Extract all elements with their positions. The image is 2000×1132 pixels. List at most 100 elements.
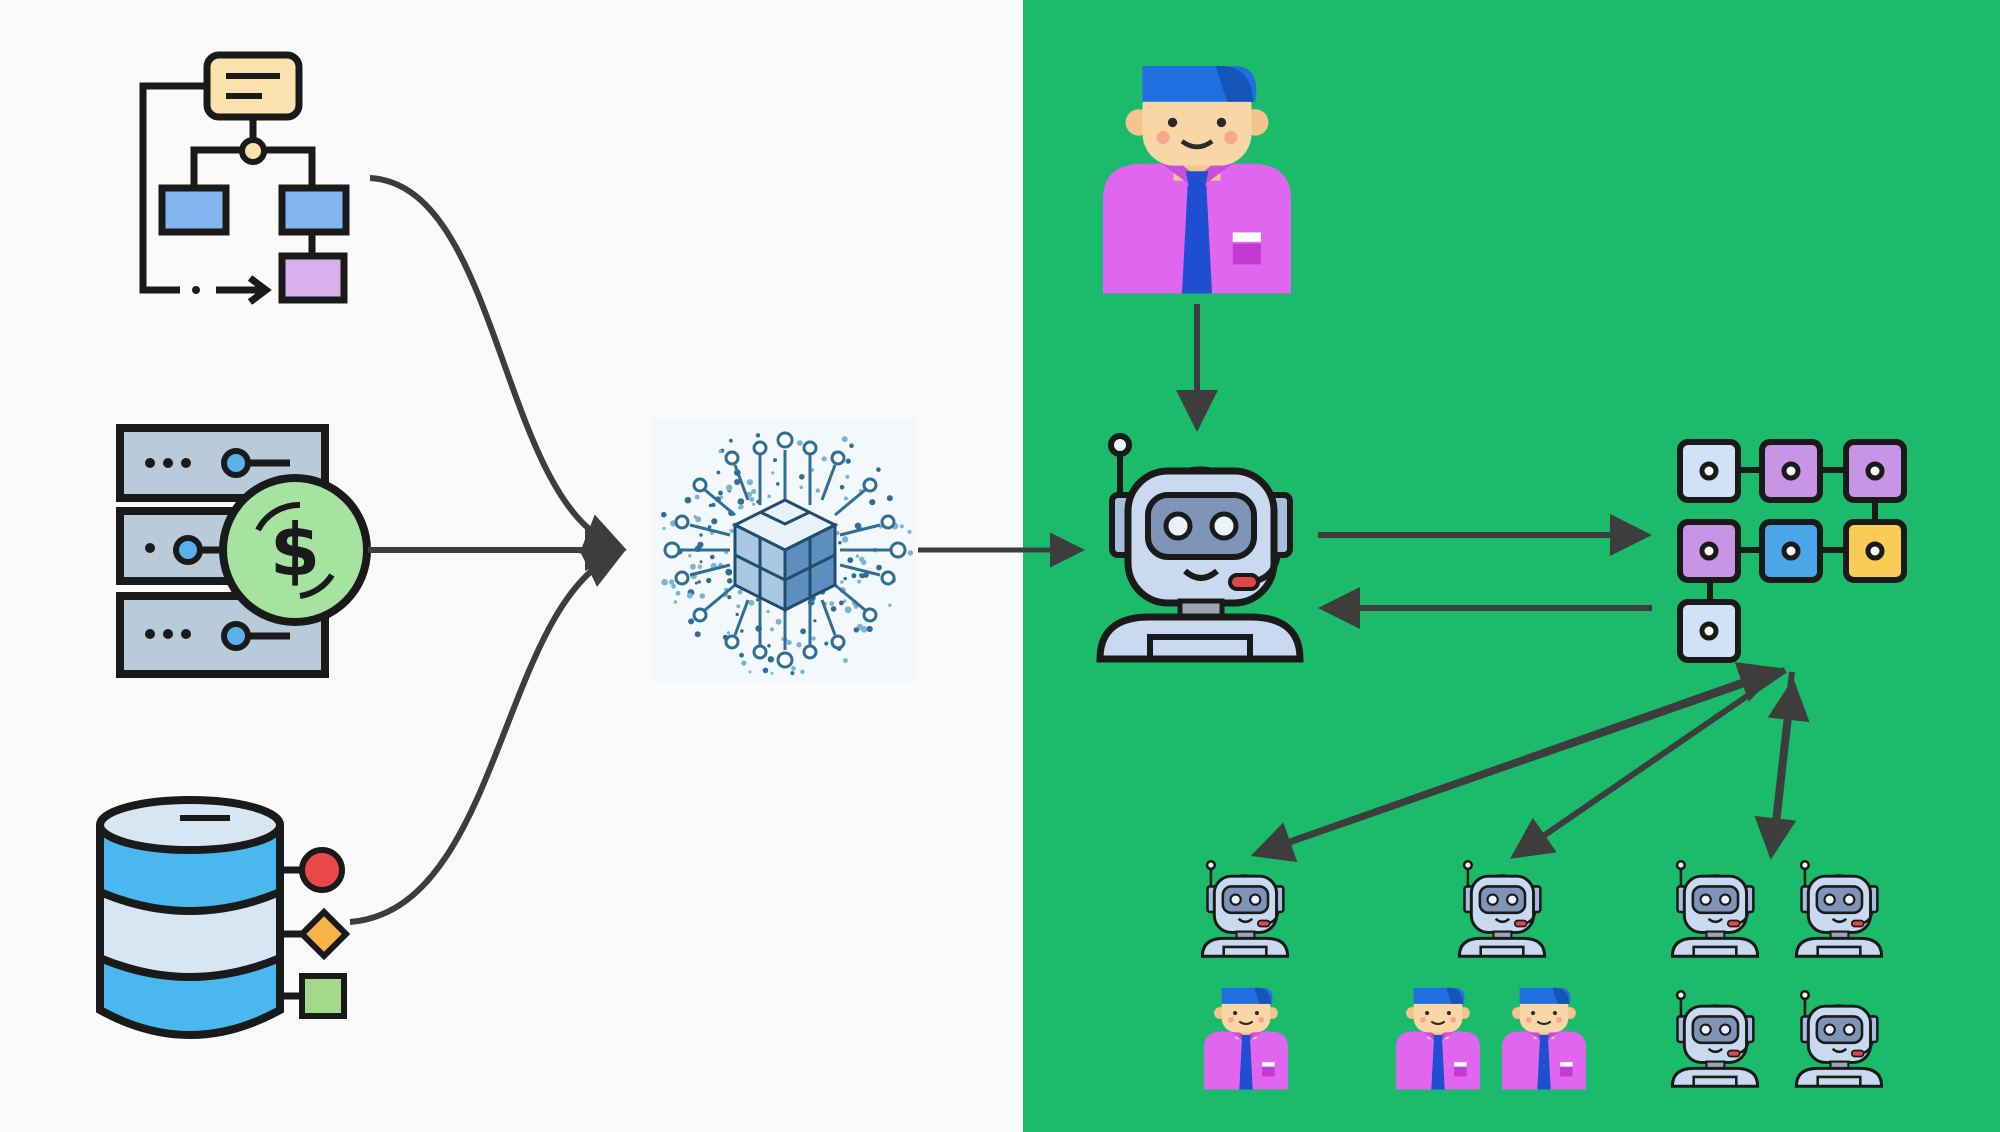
network-dot (661, 578, 668, 586)
svg-text:$: $ (270, 508, 320, 592)
network-dot (815, 488, 820, 493)
network-dot (797, 440, 803, 446)
network-dot (796, 642, 802, 648)
network-dot (800, 669, 805, 674)
network-dot (851, 573, 857, 579)
network-dot (739, 652, 744, 658)
network-dot (699, 560, 703, 564)
network-dot (771, 471, 775, 475)
network-dot (699, 533, 703, 537)
network-dot (859, 573, 864, 578)
network-dot (841, 536, 849, 543)
database-to-model-connector (349, 549, 626, 925)
network-dot (845, 474, 850, 479)
network-dot (734, 479, 741, 485)
network-dot (755, 598, 760, 602)
network-dot (843, 599, 847, 603)
network-dot (694, 581, 698, 585)
network-dot (695, 516, 702, 523)
network-dot (697, 580, 701, 584)
network-dot (799, 474, 805, 480)
network-dot (735, 612, 739, 617)
network-dot (749, 496, 755, 502)
network-dot (762, 667, 769, 674)
network-dot (718, 449, 723, 454)
network-dot (688, 554, 692, 558)
network-dot (766, 609, 770, 614)
network-dot (876, 564, 882, 571)
network-dot (866, 625, 873, 633)
network-dot (767, 656, 775, 663)
network-dot (843, 658, 848, 663)
network-dot (752, 502, 756, 506)
network-dot (686, 592, 693, 599)
group3-to-tasks-connector (1767, 678, 1810, 851)
network-dot (907, 550, 914, 556)
network-dot (786, 639, 792, 646)
network-dot (843, 496, 848, 501)
network-dot (810, 468, 815, 472)
network-dot (751, 488, 757, 494)
network-dot (839, 600, 844, 606)
network-dot (849, 443, 854, 449)
network-dot (899, 524, 904, 529)
network-dot (755, 433, 761, 438)
network-dot (668, 579, 675, 585)
network-dot (719, 495, 724, 499)
network-dot (869, 499, 876, 506)
network-dot (729, 438, 733, 443)
network-dot (876, 467, 881, 472)
network-dot (821, 456, 827, 462)
network-dot (847, 557, 854, 563)
network-dot (829, 601, 835, 606)
network-dot (741, 660, 747, 666)
network-dot (799, 485, 804, 490)
network-dot (662, 526, 666, 531)
workflow-icon (139, 51, 350, 305)
network-dot (716, 470, 721, 475)
network-dot (907, 529, 912, 534)
network-dot (711, 518, 718, 525)
network-dot (839, 484, 845, 490)
network-dot (737, 589, 743, 595)
network-dot (824, 641, 829, 646)
neural-network-icon (652, 418, 916, 682)
network-dot (855, 554, 860, 558)
network-dot (727, 595, 732, 600)
network-dot (844, 606, 852, 614)
financial-server-icon: $ (116, 424, 371, 678)
network-dot (729, 528, 734, 534)
network-dot (776, 482, 780, 486)
network-dot (694, 631, 701, 638)
network-dot (800, 628, 806, 635)
network-dot (725, 568, 733, 576)
network-dot (694, 494, 700, 500)
network-dot (726, 484, 733, 491)
network-dot (688, 618, 695, 625)
network-dot (737, 505, 742, 510)
network-dot (853, 627, 859, 633)
agent-connectors (1176, 304, 1810, 862)
network-dot (773, 458, 777, 463)
network-dot (790, 671, 795, 676)
network-dot (769, 627, 775, 632)
network-dot (675, 590, 681, 596)
network-dot (888, 603, 892, 607)
network-dot (767, 644, 771, 648)
network-dot (706, 577, 712, 584)
network-dot (697, 541, 704, 548)
network-dot (770, 671, 774, 675)
network-dot (673, 600, 678, 604)
network-dot (791, 666, 796, 671)
network-dot (748, 670, 752, 674)
network-dot (697, 564, 703, 569)
network-dot (767, 494, 771, 499)
network-dot (707, 525, 712, 529)
network-dot (845, 458, 851, 464)
network-dot (690, 563, 696, 570)
task-grid-icon (1677, 439, 1907, 663)
network-dot (740, 629, 744, 633)
workflow-to-model-connector (369, 175, 627, 554)
